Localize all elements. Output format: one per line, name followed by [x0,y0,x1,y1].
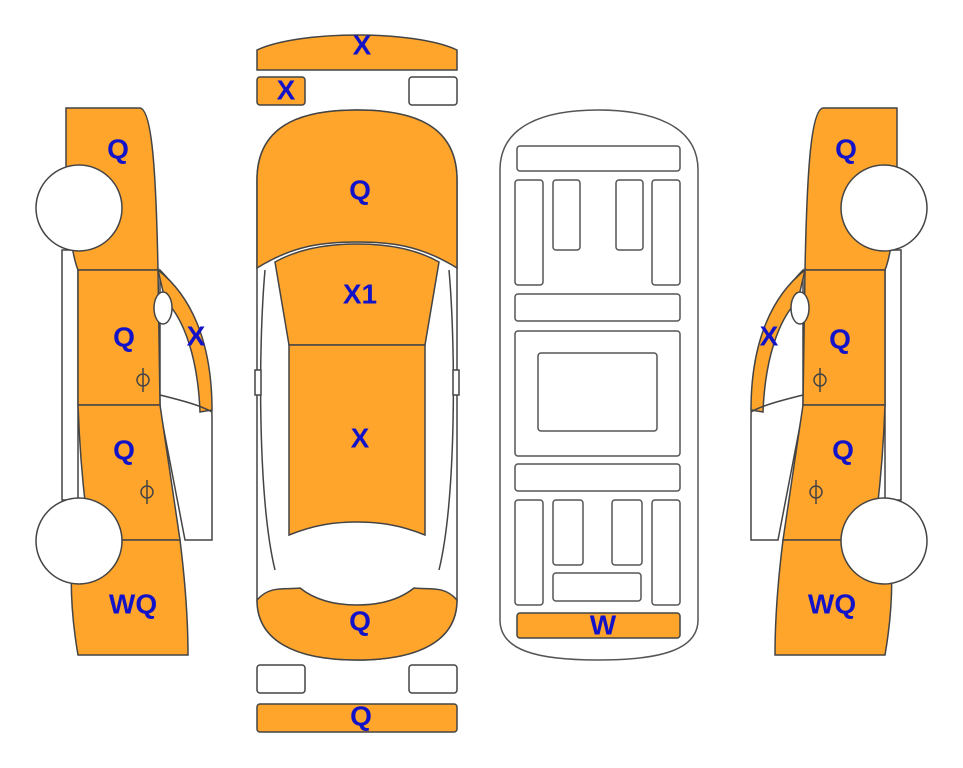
roof[interactable] [288,344,426,537]
label-underbody-rear: W [590,609,617,640]
label-roof: X [351,422,370,453]
left-window-line [159,394,213,413]
label-front-bumper: X [353,29,372,60]
left-mirror [153,291,173,325]
label-left-fender-front: Q [107,133,129,164]
label-right-fender-front: Q [835,133,857,164]
right-mirror [790,291,810,325]
ub-front-right-rail [651,179,681,286]
left-front-wheel [35,164,123,252]
label-hood: Q [349,174,371,205]
top-left-mirror [254,369,262,396]
left-sill [61,249,79,501]
label-windshield: X1 [343,278,377,309]
front-right-light [408,76,458,106]
front-left-light[interactable] [256,76,306,106]
ub-cross-2 [514,463,681,492]
hood[interactable] [256,109,458,270]
left-rear-wheel [35,497,123,585]
ub-front-left-rail [514,179,544,286]
ub-rear-right-rail [651,499,681,606]
top-left-side [259,269,276,571]
label-left-pillar: X [187,320,206,351]
ub-rear-left-inner [552,499,584,566]
top-view [254,34,460,733]
right-side-view [750,107,928,656]
ub-rear-right-inner [611,499,643,566]
ub-center-plate [537,352,658,432]
label-trunk: Q [349,605,371,636]
rear-bumper[interactable] [256,703,458,733]
label-left-quarter: WQ [109,588,157,619]
trunk[interactable] [256,587,458,661]
top-right-mirror [452,369,460,396]
ub-front-left-inner [552,179,581,251]
label-right-quarter: WQ [808,588,856,619]
underbody-view [499,109,699,661]
label-right-rear-door: Q [832,434,854,465]
rear-right-light [408,664,458,694]
damage-labels: X X Q X1 X Q Q W Q X Q Q WQ Q X Q Q WQ [107,29,857,731]
windshield[interactable] [274,243,440,346]
label-left-front-door: Q [113,321,135,352]
right-front-wheel [840,164,928,252]
right-rear-wheel [840,497,928,585]
left-side-view [35,107,213,656]
right-window-line [750,394,804,413]
ub-rear-cross [552,572,642,602]
label-front-left-small: X [277,74,296,105]
label-left-rear-door: Q [113,434,135,465]
label-right-front-door: Q [829,323,851,354]
ub-front-bar [516,145,681,172]
label-rear-bumper: Q [350,700,372,731]
ub-front-right-inner [615,179,644,251]
ub-cross-1 [514,293,681,322]
label-right-pillar: X [760,320,779,351]
left-door-handles [136,368,154,504]
top-right-side [438,269,455,571]
rear-left-light [256,664,306,694]
ub-rear-panel[interactable] [516,612,681,639]
right-door-handles [809,368,827,504]
right-sill [884,249,902,501]
ub-rear-left-rail [514,499,544,606]
front-bumper[interactable] [256,34,458,71]
